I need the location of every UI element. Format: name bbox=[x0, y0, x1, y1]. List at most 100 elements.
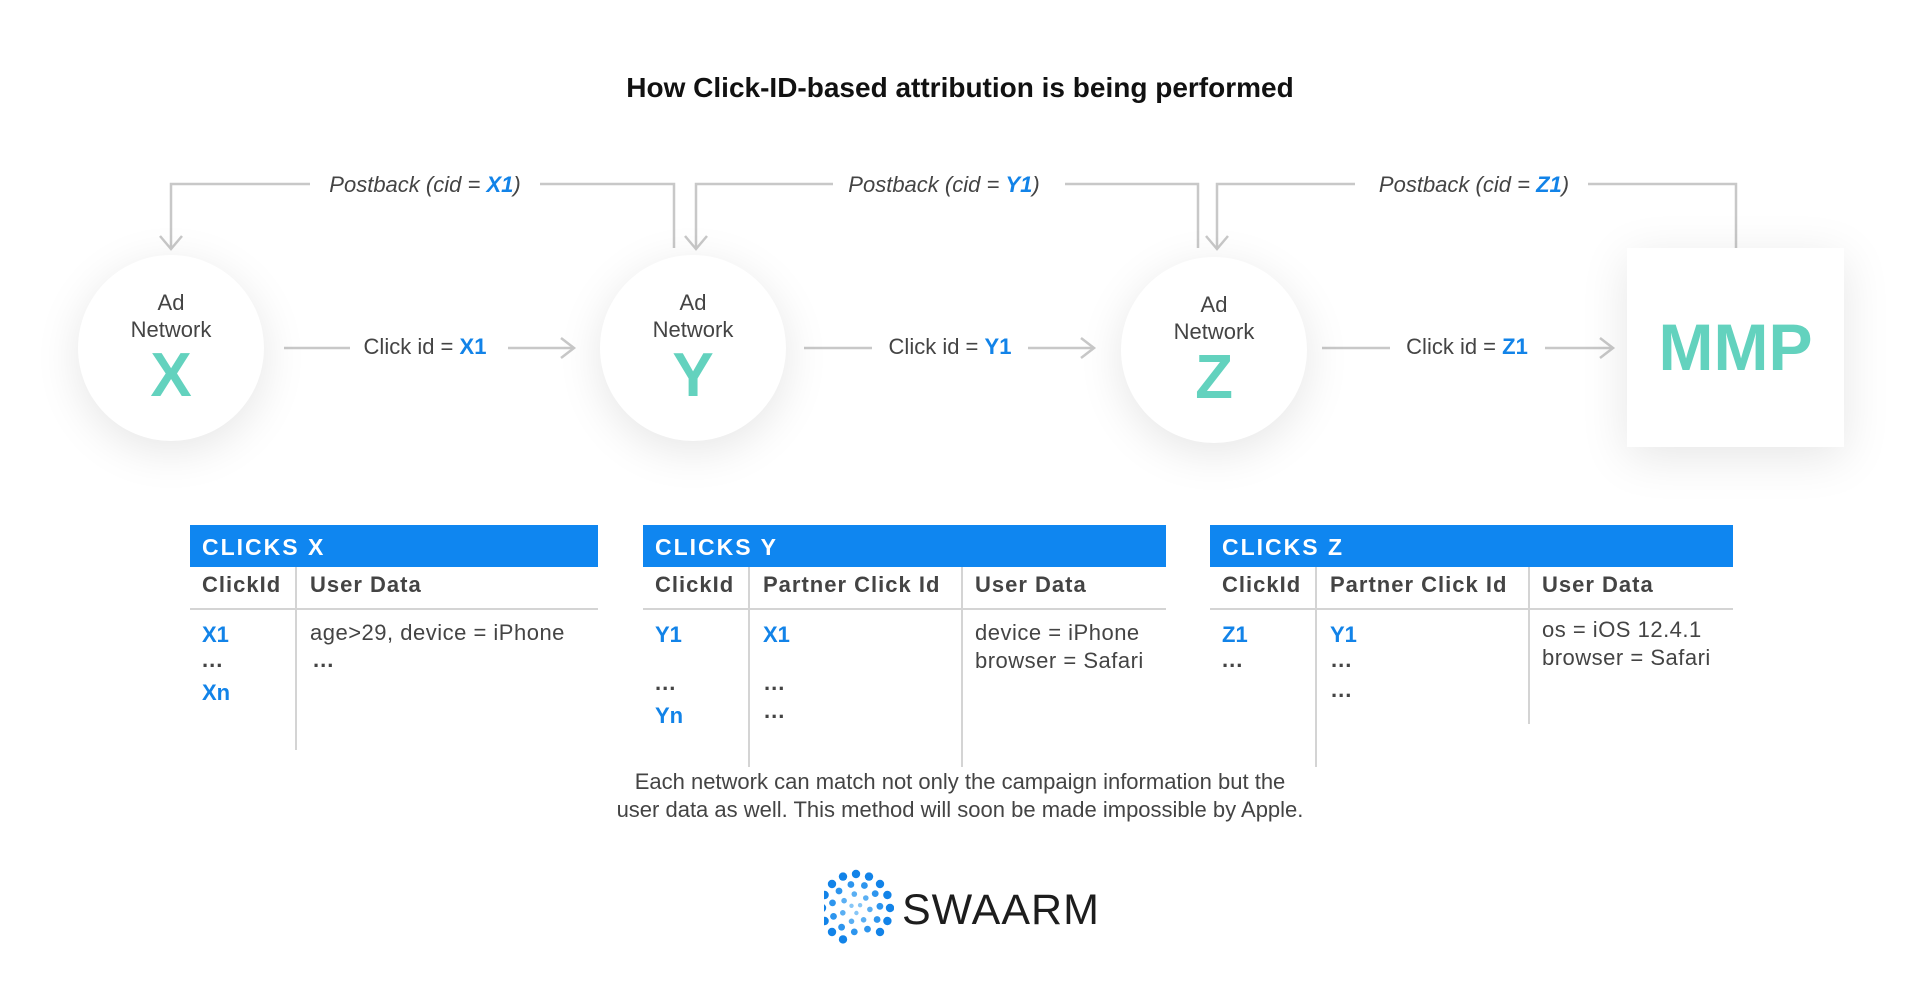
logo-dot bbox=[871, 890, 879, 897]
click-id-cell: Xn bbox=[202, 680, 231, 705]
node-y-line1: Ad bbox=[679, 290, 707, 315]
table-header: CLICKS Z bbox=[1210, 525, 1733, 567]
node-z-line1: Ad bbox=[1200, 292, 1228, 317]
click-arrow-y1 bbox=[1080, 337, 1097, 359]
table-header: CLICKS Y bbox=[643, 525, 1166, 567]
ad-network-x-node: Ad Network X bbox=[78, 255, 264, 441]
click-id-cell: Yn bbox=[655, 703, 684, 728]
header-divider bbox=[190, 608, 598, 610]
logo-dot bbox=[873, 916, 881, 923]
logo-dot bbox=[854, 910, 859, 916]
logo-dot bbox=[885, 903, 894, 913]
postback-arrow-x1 bbox=[159, 235, 183, 251]
logo-dot bbox=[838, 872, 848, 881]
ellipsis-cell: ... bbox=[1331, 677, 1353, 702]
header-divider bbox=[643, 608, 1166, 610]
postback-line-x1-left bbox=[169, 182, 310, 248]
user-data-cell: browser = Safari bbox=[1542, 645, 1711, 670]
col-user-data: User Data bbox=[1542, 572, 1654, 597]
click-id-cell: Z1 bbox=[1222, 622, 1248, 647]
ellipsis-cell: ... bbox=[313, 647, 335, 672]
logo-dot bbox=[835, 887, 843, 895]
logo-dot bbox=[849, 903, 854, 908]
swaarm-logo-text: SWAARM bbox=[902, 886, 1100, 934]
logo-dot bbox=[827, 879, 837, 889]
ellipsis-cell: ... bbox=[655, 670, 677, 695]
ad-network-y-node: Ad Network Y bbox=[600, 255, 786, 441]
mmp-box: MMP bbox=[1627, 248, 1844, 447]
node-z-line2: Network bbox=[1173, 319, 1255, 344]
col-clickid: ClickId bbox=[1222, 572, 1302, 597]
col-clickid: ClickId bbox=[202, 572, 282, 597]
click-arrow-z1 bbox=[1599, 337, 1616, 359]
column-divider bbox=[1528, 567, 1530, 724]
logo-dot bbox=[875, 879, 885, 889]
postback-line-y1-left bbox=[694, 182, 833, 248]
ellipsis-cell: ... bbox=[202, 647, 224, 672]
col-clickid: ClickId bbox=[655, 572, 735, 597]
logo-dot bbox=[824, 890, 829, 900]
postback-label-x1: Postback (cid = X1) bbox=[321, 172, 529, 198]
postback-arrow-z1 bbox=[1205, 235, 1229, 251]
node-y-letter: Y bbox=[672, 341, 714, 410]
partner-click-id-cell: X1 bbox=[763, 622, 790, 647]
ad-network-z-node: Ad Network Z bbox=[1121, 257, 1307, 443]
logo-dot bbox=[830, 913, 837, 920]
node-x-line1: Ad bbox=[157, 290, 185, 315]
logo-dot bbox=[863, 895, 869, 901]
table-header: CLICKS X bbox=[190, 525, 598, 567]
logo-dot bbox=[875, 927, 885, 937]
click-label-z1: Click id = Z1 bbox=[1400, 334, 1534, 360]
logo-dot bbox=[847, 881, 855, 888]
click-id-cell: X1 bbox=[202, 622, 229, 647]
diagram-title: How Click-ID-based attribution is being … bbox=[626, 72, 1294, 103]
logo-dot bbox=[867, 906, 873, 913]
column-divider bbox=[1315, 567, 1317, 767]
ellipsis-cell: ... bbox=[764, 670, 786, 695]
user-data-cell: os = iOS 12.4.1 bbox=[1542, 617, 1702, 642]
col-partner-click-id: Partner Click Id bbox=[1330, 572, 1508, 597]
node-y-line2: Network bbox=[652, 317, 734, 342]
click-arrow-x1 bbox=[560, 337, 577, 359]
logo-dot bbox=[841, 897, 847, 904]
caption-line-1: Each network can match not only the camp… bbox=[634, 769, 1286, 794]
postback-line-z1 bbox=[1588, 182, 1738, 248]
logo-dot bbox=[840, 910, 846, 916]
logo-dot bbox=[876, 902, 884, 910]
postback-line-z1-left bbox=[1215, 182, 1355, 248]
click-label-y1: Click id = Y1 bbox=[882, 334, 1018, 360]
logo-dot bbox=[864, 925, 871, 933]
logo-dot bbox=[857, 903, 863, 908]
swaarm-logo-icon bbox=[824, 869, 894, 944]
col-user-data: User Data bbox=[975, 572, 1087, 597]
column-divider bbox=[295, 567, 297, 750]
click-id-cell: Y1 bbox=[655, 622, 682, 647]
postback-arrow-y1 bbox=[684, 235, 708, 251]
logo-dot bbox=[861, 882, 868, 889]
node-z-letter: Z bbox=[1195, 343, 1233, 412]
logo-dot bbox=[851, 891, 858, 897]
postback-line-y1 bbox=[1065, 182, 1200, 248]
partner-click-id-cell: Y1 bbox=[1330, 622, 1357, 647]
node-x-line2: Network bbox=[130, 317, 212, 342]
ellipsis-cell: ... bbox=[1331, 647, 1353, 672]
header-divider bbox=[1210, 608, 1733, 610]
col-partner-click-id: Partner Click Id bbox=[763, 572, 941, 597]
logo-dot bbox=[824, 904, 827, 912]
postback-line-x1 bbox=[540, 182, 676, 248]
user-data-cell: age>29, device = iPhone bbox=[310, 620, 565, 645]
logo-dot bbox=[864, 872, 874, 881]
logo-dot bbox=[848, 918, 855, 925]
user-data-cell: browser = Safari bbox=[975, 648, 1144, 673]
postback-label-y1: Postback (cid = Y1) bbox=[840, 172, 1048, 198]
column-divider bbox=[748, 567, 750, 767]
ellipsis-cell: ... bbox=[764, 698, 786, 723]
logo-dot bbox=[883, 916, 892, 926]
postback-label-z1: Postback (cid = Z1) bbox=[1370, 172, 1578, 198]
logo-dot bbox=[827, 927, 837, 937]
ellipsis-cell: ... bbox=[1222, 647, 1244, 672]
logo-dot bbox=[851, 869, 861, 879]
caption-line-2: user data as well. This method will soon… bbox=[616, 797, 1304, 822]
user-data-cell: device = iPhone bbox=[975, 620, 1140, 645]
